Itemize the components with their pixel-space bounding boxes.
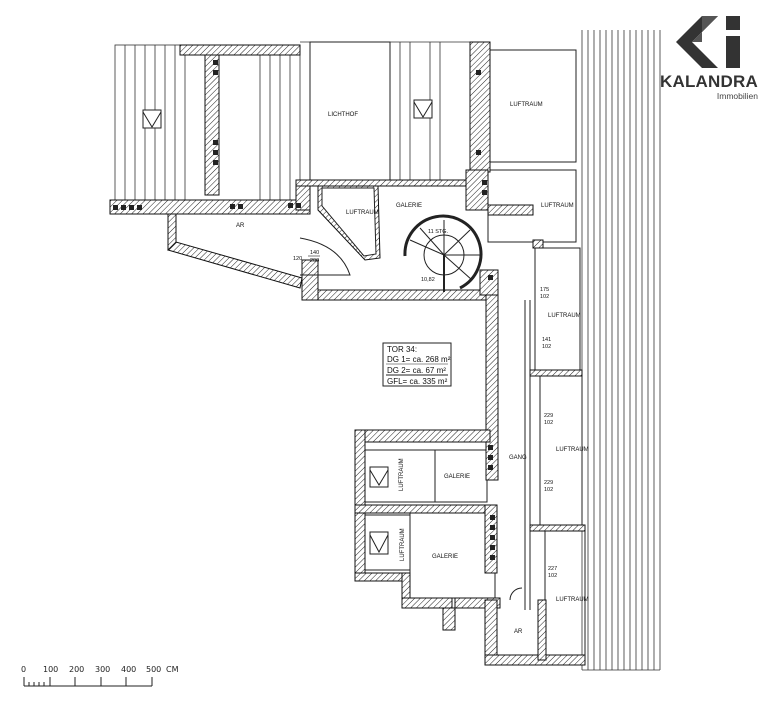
kalandra-logo-icon	[676, 16, 740, 68]
room-label-ar: AR	[236, 223, 245, 229]
level-mark: 10,82	[421, 277, 435, 283]
skylight-icon	[142, 99, 433, 555]
room-label-luftraum: LUFTRAUM	[346, 210, 379, 216]
svg-text:102: 102	[548, 573, 557, 579]
svg-text:0: 0	[21, 665, 26, 674]
svg-text:300: 300	[95, 665, 110, 674]
room-label-galerie: GALERIE	[444, 474, 470, 480]
svg-text:175: 175	[540, 287, 549, 293]
roof-stripes-left	[114, 41, 470, 201]
brand-name: KALANDRA	[660, 72, 758, 91]
door-swings	[299, 237, 523, 601]
area-row: GFL= ca. 335 m²	[387, 377, 448, 386]
door-opening: 140	[310, 250, 319, 256]
room-label-gang: GANG	[509, 455, 527, 461]
room-label-galerie: GALERIE	[432, 554, 458, 560]
svg-text:200: 200	[69, 665, 84, 674]
door-width: 120	[293, 256, 302, 262]
room-label-luftraum: LUFTRAUM	[556, 447, 589, 453]
area-title: TOR 34:	[387, 345, 417, 354]
svg-text:102: 102	[544, 487, 553, 493]
svg-text:227: 227	[548, 566, 557, 572]
spiral-stair	[403, 214, 483, 292]
svg-text:102: 102	[542, 344, 551, 350]
svg-text:102: 102	[544, 420, 553, 426]
room-label-luftraum: LUFTRAUM	[400, 528, 406, 561]
roof-stripes-right	[581, 30, 661, 671]
svg-text:CM: CM	[166, 665, 179, 674]
svg-text:229: 229	[544, 413, 553, 419]
svg-text:102: 102	[540, 294, 549, 300]
area-row: DG 2= ca. 67 m²	[387, 366, 446, 375]
room-label-luftraum: LUFTRAUM	[556, 597, 589, 603]
room-label-luftraum: LUFTRAUM	[541, 203, 574, 209]
chimney-blocks	[113, 60, 495, 560]
door-height: 200	[310, 258, 319, 264]
brand-logo: KALANDRA Immobilien	[656, 14, 764, 104]
svg-text:500: 500	[146, 665, 161, 674]
room-label-ar: AR	[514, 629, 523, 635]
svg-text:400: 400	[121, 665, 136, 674]
room-label-luftraum: LUFTRAUM	[399, 458, 405, 491]
svg-text:141: 141	[542, 337, 551, 343]
area-summary-box: TOR 34: DG 1= ca. 268 m² DG 2= ca. 67 m²…	[382, 342, 452, 387]
walls	[109, 41, 586, 666]
brand-subtitle: Immobilien	[716, 91, 758, 101]
svg-text:100: 100	[43, 665, 58, 674]
area-row: DG 1= ca. 268 m²	[387, 355, 451, 364]
svg-text:229: 229	[544, 480, 553, 486]
scale-bar: 0 100 200 300 400 500 CM	[21, 665, 179, 687]
luftraum-center-outline	[321, 187, 377, 257]
room-label-luftraum: LUFTRAUM	[510, 102, 543, 108]
stair-label: 11 STG.	[428, 229, 449, 235]
room-label-galerie: GALERIE	[396, 203, 422, 209]
room-label-lichthof: LICHTHOF	[328, 112, 358, 118]
room-label-luftraum: LUFTRAUM	[548, 313, 581, 319]
